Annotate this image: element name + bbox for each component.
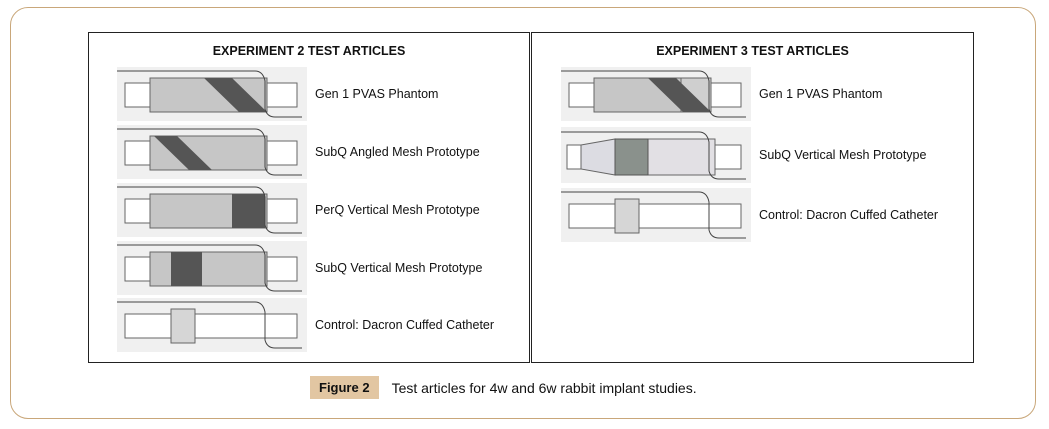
- item-label: SubQ Vertical Mesh Prototype: [759, 148, 927, 162]
- item-label: SubQ Vertical Mesh Prototype: [315, 261, 483, 275]
- list-item: SubQ Angled Mesh Prototype: [117, 125, 480, 179]
- caption-text: Test articles for 4w and 6w rabbit impla…: [391, 379, 697, 396]
- gen1-phantom-drawing: [561, 67, 751, 121]
- gen1-phantom-drawing: [117, 67, 307, 121]
- item-label: SubQ Angled Mesh Prototype: [315, 145, 480, 159]
- panel-title: EXPERIMENT 3 TEST ARTICLES: [656, 44, 849, 58]
- list-item: Control: Dacron Cuffed Catheter: [117, 298, 494, 352]
- dacron-catheter-drawing: [117, 298, 307, 352]
- experiment-2-panel: EXPERIMENT 2 TEST ARTICLES Gen 1 PVAS Ph…: [88, 32, 530, 363]
- list-item: PerQ Vertical Mesh Prototype: [117, 183, 480, 237]
- item-label: Control: Dacron Cuffed Catheter: [315, 318, 495, 332]
- subq-vertical-mesh-drawing: [117, 241, 307, 295]
- figure-frame: [10, 7, 1036, 419]
- subq-vertical-mesh-drawing: [561, 127, 751, 183]
- perq-vertical-mesh-drawing: [117, 183, 307, 237]
- experiment-3-panel: EXPERIMENT 3 TEST ARTICLES Gen 1 PVAS Ph…: [531, 32, 974, 363]
- dacron-catheter-drawing: [561, 188, 751, 242]
- figure-label: Figure 2: [310, 376, 379, 399]
- figure-caption: Figure 2 Test articles for 4w and 6w rab…: [310, 376, 697, 399]
- item-label: PerQ Vertical Mesh Prototype: [315, 203, 480, 217]
- item-label: Control: Dacron Cuffed Catheter: [759, 208, 939, 222]
- list-item: SubQ Vertical Mesh Prototype: [561, 127, 926, 183]
- list-item: Gen 1 PVAS Phantom: [117, 67, 438, 121]
- angled-mesh-drawing: [117, 125, 307, 179]
- panel-title: EXPERIMENT 2 TEST ARTICLES: [212, 44, 406, 58]
- item-label: Gen 1 PVAS Phantom: [759, 87, 883, 101]
- list-item: SubQ Vertical Mesh Prototype: [117, 241, 482, 295]
- item-label: Gen 1 PVAS Phantom: [315, 87, 439, 101]
- list-item: Gen 1 PVAS Phantom: [561, 67, 882, 121]
- list-item: Control: Dacron Cuffed Catheter: [561, 188, 938, 242]
